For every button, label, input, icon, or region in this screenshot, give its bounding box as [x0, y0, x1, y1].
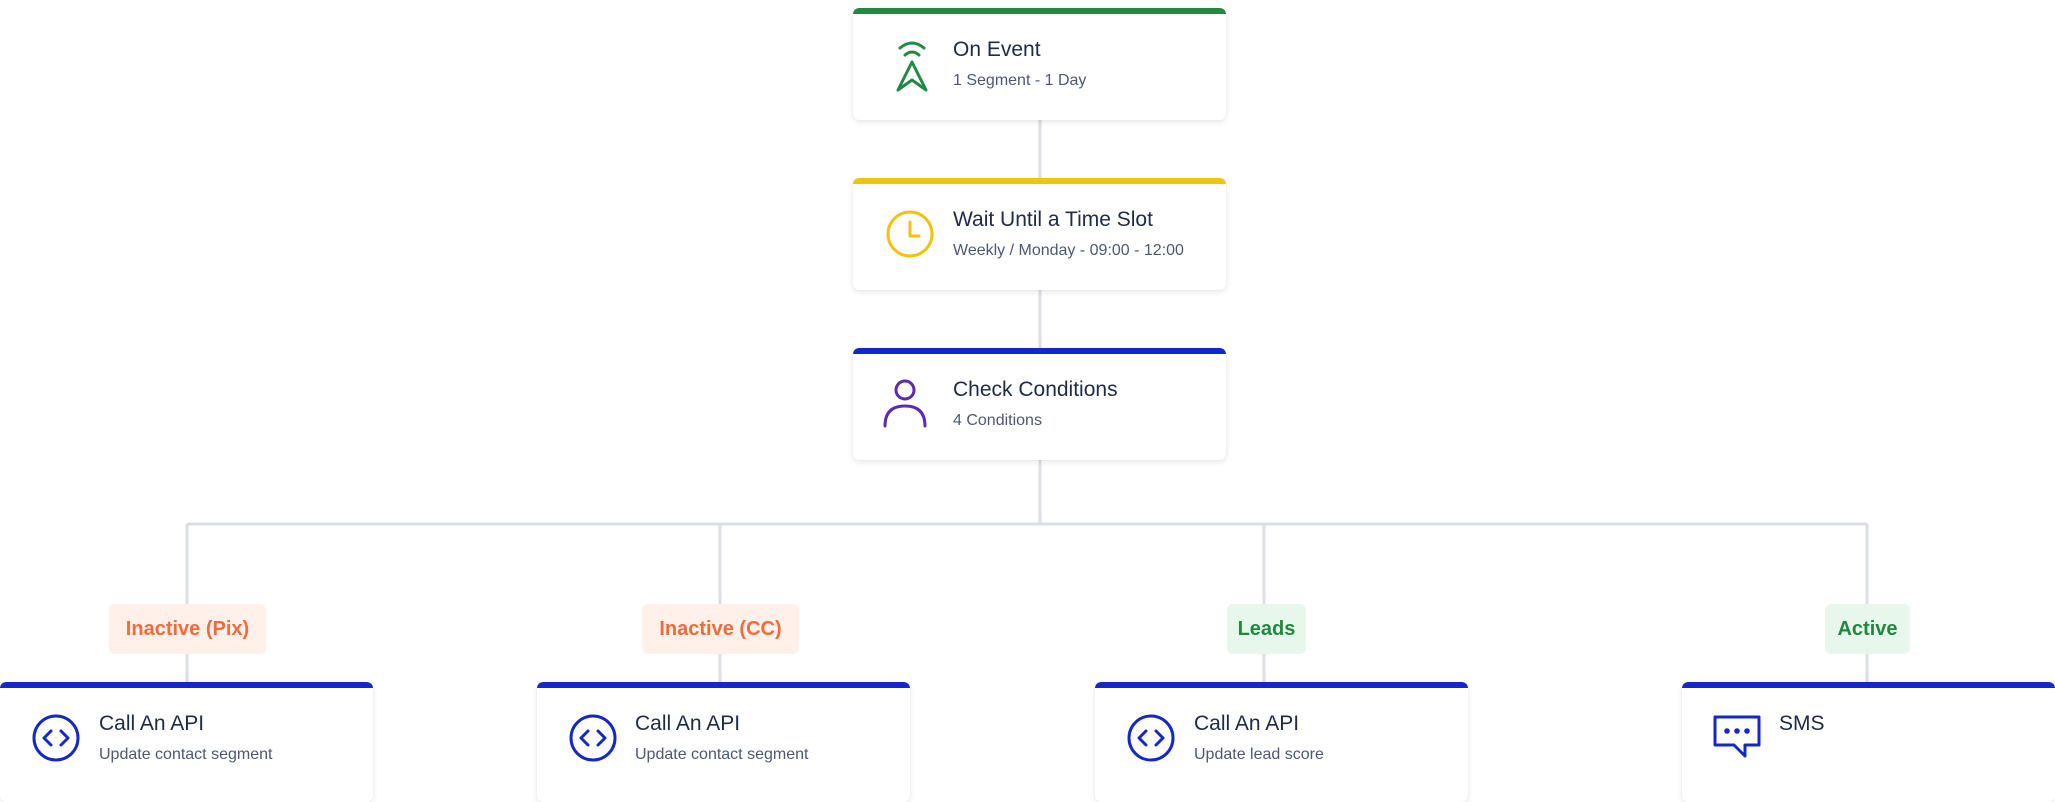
- code-icon: [568, 713, 618, 768]
- branch-label-leads[interactable]: Leads: [1227, 604, 1306, 654]
- condition-title: Check Conditions: [953, 378, 1118, 401]
- action-subtitle: Update lead score: [1194, 746, 1324, 763]
- chat-dots-icon: [1712, 712, 1762, 765]
- action-title: Call An API: [635, 712, 741, 735]
- action-accent-bar: [1682, 682, 2055, 688]
- trigger-title: On Event: [953, 38, 1041, 61]
- condition-accent-bar: [853, 348, 1226, 354]
- action-title: SMS: [1779, 712, 1825, 735]
- wait-node[interactable]: Wait Until a Time Slot Weekly / Monday -…: [853, 178, 1226, 290]
- trigger-subtitle: 1 Segment - 1 Day: [953, 72, 1087, 89]
- code-icon: [1126, 713, 1176, 768]
- wait-subtitle: Weekly / Monday - 09:00 - 12:00: [953, 242, 1184, 259]
- condition-subtitle: 4 Conditions: [953, 412, 1042, 429]
- trigger-accent-bar: [853, 8, 1226, 14]
- action-accent-bar: [1095, 682, 1468, 688]
- branch-label-inactive-cc[interactable]: Inactive (CC): [642, 604, 799, 654]
- action-accent-bar: [0, 682, 373, 688]
- condition-node[interactable]: Check Conditions 4 Conditions: [853, 348, 1226, 460]
- navigation-broadcast-icon: [888, 38, 936, 101]
- code-icon: [31, 713, 81, 768]
- action-node-1[interactable]: Call An API Update contact segment: [0, 682, 373, 802]
- clock-icon: [885, 209, 935, 264]
- trigger-node[interactable]: On Event 1 Segment - 1 Day: [853, 8, 1226, 120]
- action-node-2[interactable]: Call An API Update contact segment: [537, 682, 910, 802]
- branch-label-inactive-pix[interactable]: Inactive (Pix): [109, 604, 266, 654]
- action-node-3[interactable]: Call An API Update lead score: [1095, 682, 1468, 802]
- action-subtitle: Update contact segment: [99, 746, 273, 763]
- wait-title: Wait Until a Time Slot: [953, 208, 1153, 231]
- action-node-4[interactable]: SMS: [1682, 682, 2055, 802]
- action-accent-bar: [537, 682, 910, 688]
- action-subtitle: Update contact segment: [635, 746, 809, 763]
- action-title: Call An API: [99, 712, 205, 735]
- action-title: Call An API: [1194, 712, 1300, 735]
- wait-accent-bar: [853, 178, 1226, 184]
- person-icon: [881, 378, 929, 435]
- branch-label-active[interactable]: Active: [1825, 604, 1910, 654]
